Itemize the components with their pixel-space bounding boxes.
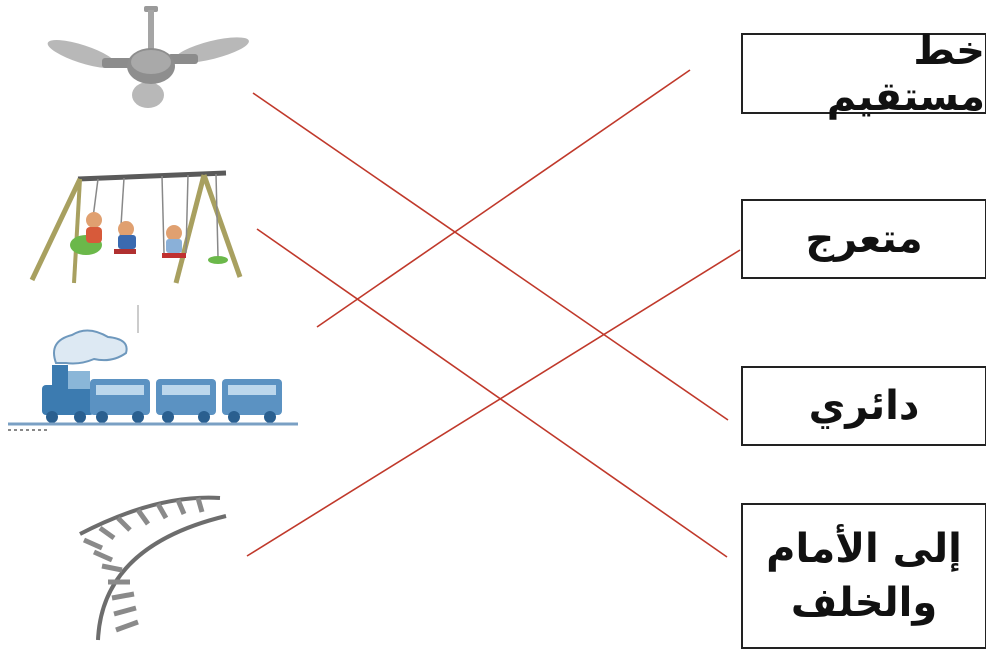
- label-zigzag: متعرج: [741, 199, 986, 279]
- match-line-train-straight: [316, 69, 691, 328]
- railway-track-icon: [62, 490, 232, 645]
- toy-train-icon: [8, 305, 298, 435]
- swing-set-icon: [28, 165, 248, 290]
- label-back-and-forth-line1: إلى الأمام: [766, 526, 962, 572]
- label-straight-line-text: خط مستقيم: [826, 27, 985, 120]
- ceiling-fan-icon: [40, 2, 260, 117]
- match-line-swing-back-forth: [256, 228, 728, 558]
- label-straight-line: خط مستقيم: [741, 28, 986, 120]
- match-line-fan-circular: [252, 92, 729, 421]
- label-circular-text: دائري: [808, 383, 920, 429]
- label-circular: دائري: [741, 366, 986, 446]
- label-back-and-forth-line2: والخلف: [790, 580, 938, 626]
- label-back-and-forth: إلى الأمام والخلف: [741, 503, 986, 649]
- match-line-track-zigzag: [246, 249, 741, 557]
- label-zigzag-text: متعرج: [805, 216, 923, 262]
